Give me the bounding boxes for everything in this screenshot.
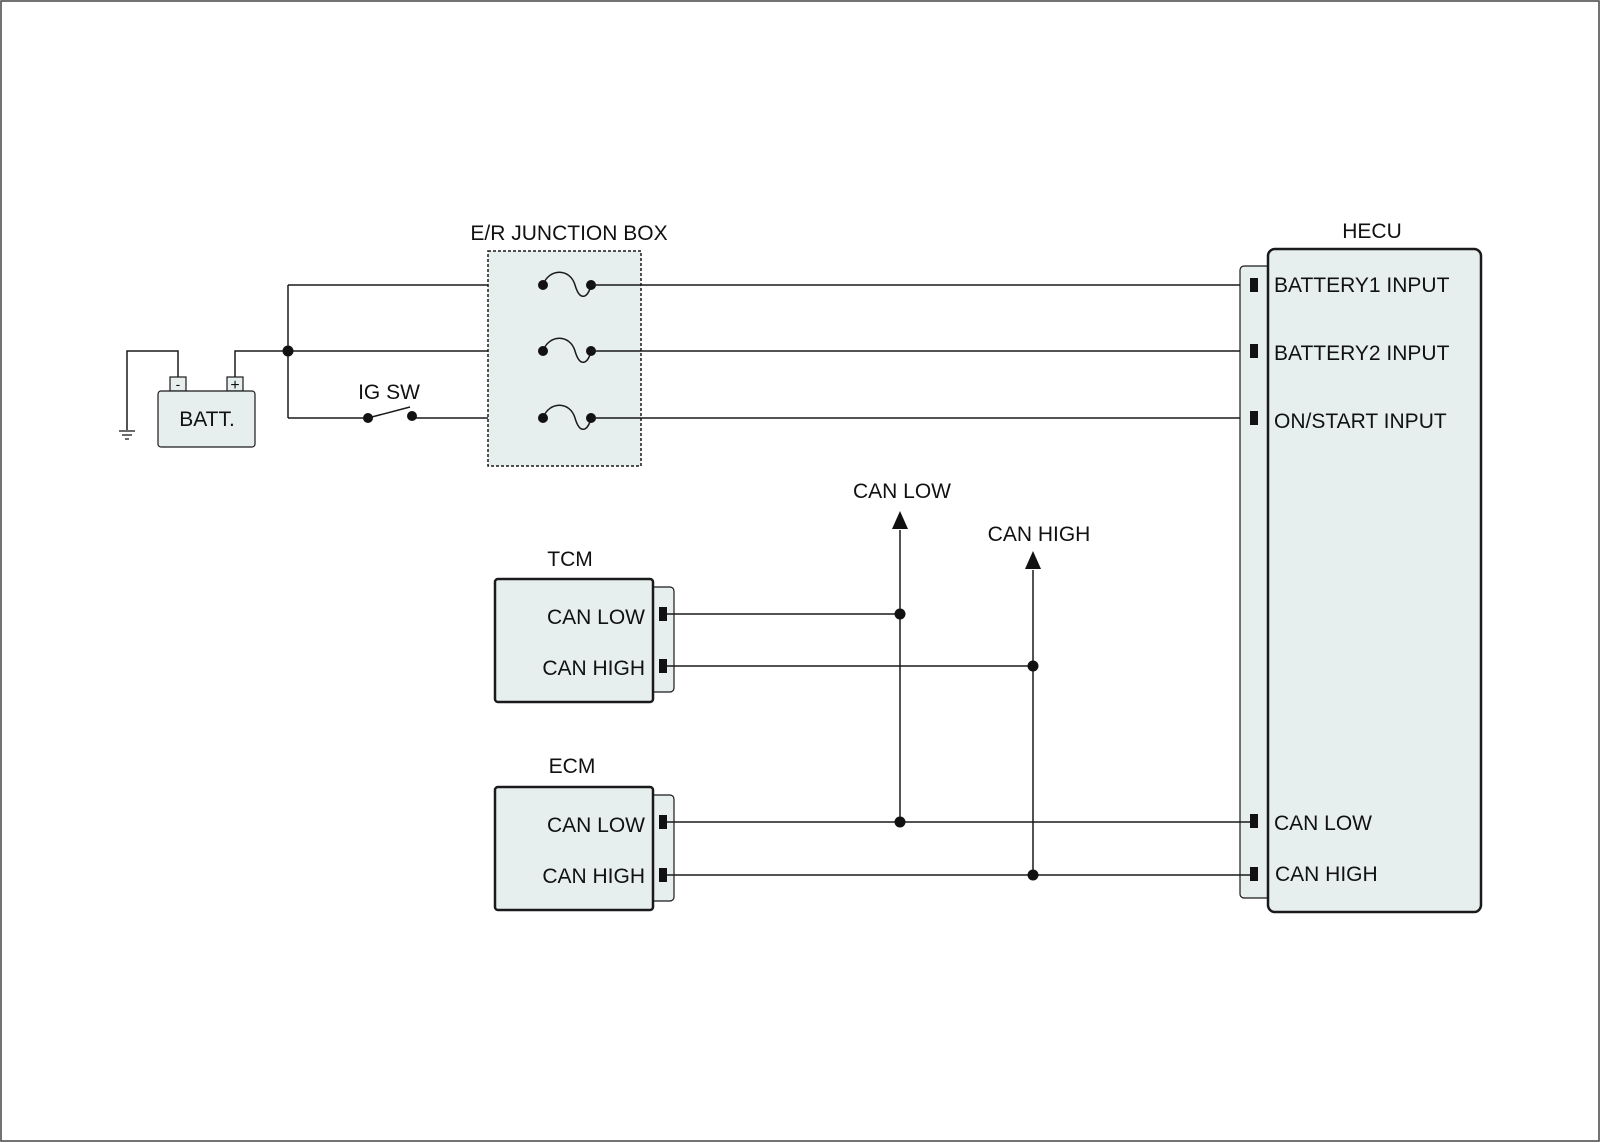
junction-box-title: E/R JUNCTION BOX — [470, 222, 667, 245]
tcm-body — [493, 577, 655, 704]
ig-switch: IG SW — [358, 381, 420, 423]
splice-can-high-tcm — [1027, 660, 1039, 672]
tcm-pin-can-low — [659, 607, 667, 621]
can-low-arrow — [892, 511, 908, 529]
can-low-bus-label: CAN LOW — [853, 480, 951, 503]
hecu-body — [1266, 247, 1483, 914]
ecm-pin-label-can-high: CAN HIGH — [542, 865, 645, 888]
wire-battery-positive — [234, 350, 288, 377]
hecu-pin-on-start — [1250, 411, 1258, 425]
hecu-pin-can-high — [1250, 867, 1258, 881]
tcm-module: TCM CAN LOW CAN HIGH — [493, 548, 675, 704]
can-high-arrow — [1025, 551, 1041, 569]
battery-pos-sign: + — [230, 377, 239, 394]
splice-can-high-ecm — [1027, 869, 1039, 881]
hecu-pin-label-battery1: BATTERY1 INPUT — [1274, 274, 1450, 297]
hecu-title: HECU — [1342, 220, 1402, 243]
ground-symbol — [119, 350, 179, 440]
ecm-pin-can-high — [659, 868, 667, 882]
junction-box: E/R JUNCTION BOX — [470, 222, 668, 467]
splice-can-low-ecm — [894, 816, 906, 828]
hecu-pin-can-low — [1250, 814, 1258, 828]
tcm-pin-can-high — [659, 659, 667, 673]
hecu-module: HECU BATTERY1 INPUT BATTERY2 INPUT ON/ST… — [1239, 220, 1483, 914]
ecm-module: ECM CAN LOW CAN HIGH — [493, 755, 675, 912]
ecm-body — [493, 785, 655, 912]
battery-label: BATT. — [179, 408, 235, 431]
battery: - + BATT. — [157, 376, 256, 448]
hecu-pin-label-on-start: ON/START INPUT — [1274, 410, 1447, 433]
hecu-pin-label-can-high: CAN HIGH — [1275, 863, 1378, 886]
battery-body — [157, 390, 256, 448]
hecu-pin-battery2 — [1250, 344, 1258, 358]
hecu-pin-label-battery2: BATTERY2 INPUT — [1274, 342, 1450, 365]
splice-can-low-tcm — [894, 608, 906, 620]
tcm-title: TCM — [547, 548, 593, 571]
hecu-pin-label-can-low: CAN LOW — [1274, 812, 1372, 835]
junction-box-frame — [487, 250, 642, 467]
ecm-title: ECM — [549, 755, 596, 778]
ecm-pin-can-low — [659, 815, 667, 829]
tcm-pin-label-can-high: CAN HIGH — [542, 657, 645, 680]
splice-battery — [282, 345, 294, 357]
ig-switch-label: IG SW — [358, 381, 420, 404]
tcm-pin-label-can-low: CAN LOW — [547, 606, 645, 629]
battery-neg-sign: - — [176, 376, 181, 392]
can-high-bus-label: CAN HIGH — [988, 523, 1091, 546]
ecm-pin-label-can-low: CAN LOW — [547, 814, 645, 837]
hecu-pin-battery1 — [1250, 278, 1258, 292]
hecu-connector — [1239, 265, 1271, 899]
